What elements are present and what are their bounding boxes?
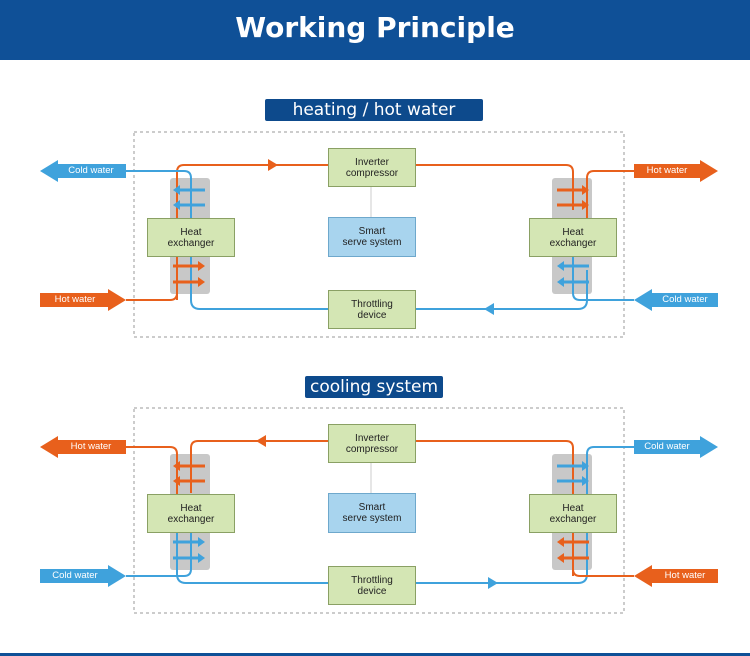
cooling-left-exchanger-arrows [173, 461, 205, 563]
heating-inverter-compressor: Inverter compressor [328, 148, 416, 187]
cooling-hot-refrigerant-line [190, 440, 574, 576]
heating-smart-serve-system: Smart serve system [328, 217, 416, 257]
cooling-right-cold-water-line [586, 446, 634, 494]
cooling-left-hot-water-line [126, 446, 178, 494]
cooling-right-top-label: Cold water [644, 441, 690, 452]
heating-right-bottom-label: Cold water [662, 294, 708, 305]
cooling-flow-arrow-top [256, 435, 266, 447]
cooling-inverter-compressor: Inverter compressor [328, 424, 416, 463]
cooling-hot-water-in-arrow [634, 565, 718, 587]
heating-right-heat-exchanger: Heat exchanger [529, 218, 617, 257]
cooling-left-cold-water-line [126, 531, 192, 577]
heating-right-top-label: Hot water [646, 165, 688, 176]
heating-cold-water-out-arrow [40, 160, 126, 182]
cooling-throttling-device: Throttling device [328, 566, 416, 605]
cooling-smart-serve-system: Smart serve system [328, 493, 416, 533]
heating-cold-water-in-arrow [634, 289, 718, 311]
cooling-cold-refrigerant-line [176, 530, 588, 584]
heating-left-heat-exchanger: Heat exchanger [147, 218, 235, 257]
footer-bar [0, 653, 750, 656]
section-title-heating: heating / hot water system [265, 99, 483, 142]
cooling-right-hot-water-line [572, 531, 634, 577]
cooling-right-heat-exchanger: Heat exchanger [529, 494, 617, 533]
heating-flow-arrow-top [268, 159, 278, 171]
page-title: Working Principle [235, 11, 515, 44]
header-bar: Working Principle [0, 0, 750, 60]
cooling-cold-water-in-arrow [40, 565, 126, 587]
heating-left-bottom-label: Hot water [54, 294, 96, 305]
heating-left-cold-water-line [126, 170, 192, 218]
heating-flow-arrow-bottom [484, 303, 494, 315]
heating-left-exchanger-arrows [173, 185, 205, 287]
cooling-hot-water-out-arrow [40, 436, 126, 458]
section-title-cooling: cooling system [305, 376, 443, 398]
cooling-left-top-label: Hot water [70, 441, 112, 452]
cooling-left-heat-exchanger: Heat exchanger [147, 494, 235, 533]
heating-left-top-label: Cold water [68, 165, 114, 176]
cooling-flow-arrow-bottom [488, 577, 498, 589]
cooling-cold-water-out-arrow [634, 436, 718, 458]
heating-throttling-device: Throttling device [328, 290, 416, 329]
heating-hot-water-out-arrow [634, 160, 718, 182]
heating-right-hot-water-line [586, 170, 634, 218]
cooling-left-bottom-label: Cold water [52, 570, 98, 581]
heating-hot-water-in-arrow [40, 289, 126, 311]
heating-right-exchanger-arrows [557, 185, 589, 287]
heating-right-cold-water-line [572, 255, 634, 301]
cooling-right-exchanger-arrows [557, 461, 589, 563]
cooling-right-bottom-label: Hot water [664, 570, 706, 581]
heating-left-hot-water-line [126, 255, 178, 301]
